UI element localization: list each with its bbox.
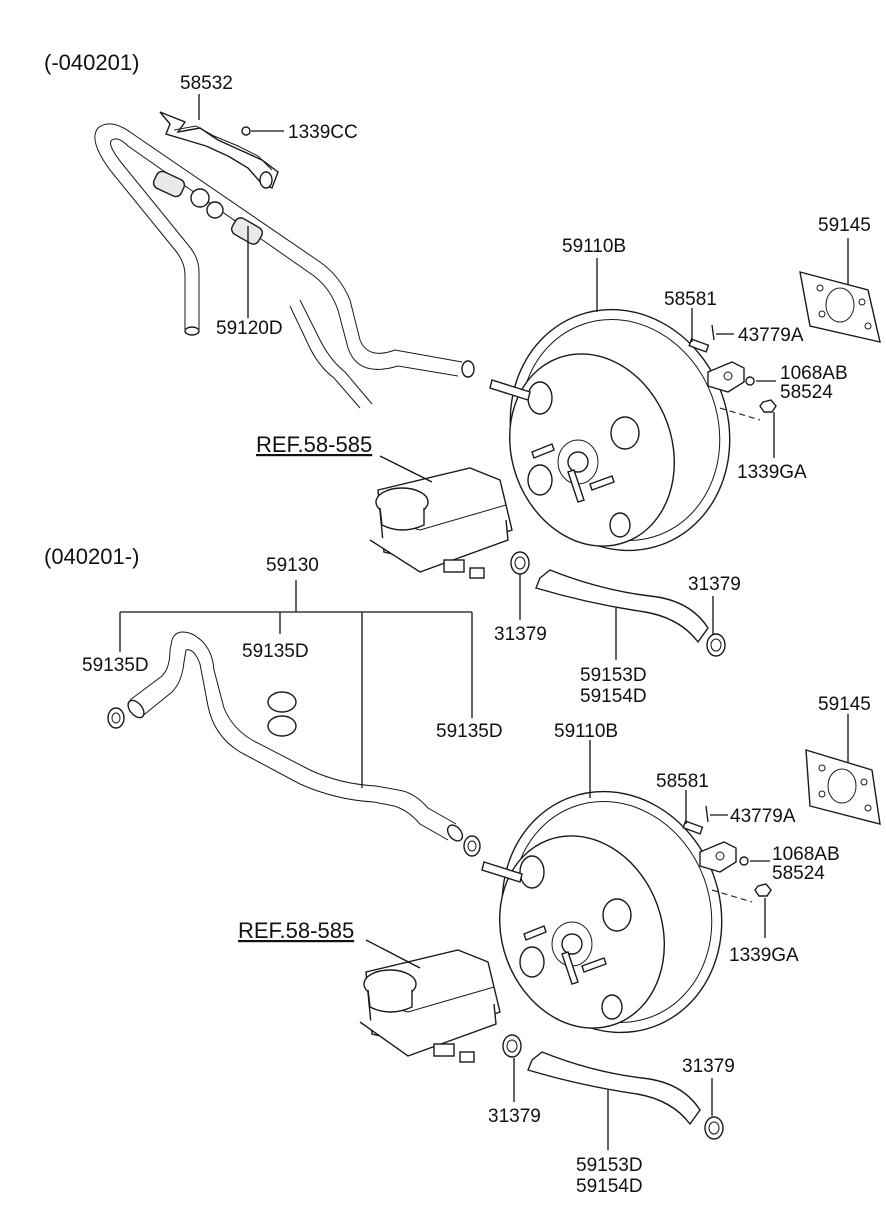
label-59154D: 59154D bbox=[580, 686, 647, 707]
clamp-59135D-c bbox=[463, 835, 481, 857]
leader-ref-2 bbox=[365, 939, 421, 969]
reservoir-ref-58-585 bbox=[369, 467, 513, 579]
label-1068AB: 1068AB bbox=[780, 363, 848, 384]
clamp-31379-c bbox=[502, 1034, 522, 1058]
label-59145-2: 59145 bbox=[818, 694, 871, 715]
label-ref-58-585: REF.58-585 bbox=[256, 432, 372, 457]
label-58524: 58524 bbox=[780, 382, 833, 403]
label-1339GA: 1339GA bbox=[737, 462, 807, 483]
label-58581-2: 58581 bbox=[656, 771, 709, 792]
section-2: (040201-) bbox=[44, 544, 881, 1197]
clamp-59135D-b bbox=[267, 691, 297, 737]
clamp-31379-b bbox=[706, 633, 726, 657]
label-59120D: 59120D bbox=[216, 318, 283, 339]
label-59135D-a: 59135D bbox=[82, 655, 149, 676]
label-59153D-2: 59153D bbox=[576, 1155, 643, 1176]
label-59110B-2: 59110B bbox=[554, 721, 618, 742]
label-ref-58-585-2: REF.58-585 bbox=[238, 918, 354, 943]
bracket-58532 bbox=[159, 111, 279, 189]
gasket-59145 bbox=[799, 271, 881, 343]
label-43779A: 43779A bbox=[738, 325, 804, 346]
nut-1339GA-2 bbox=[711, 883, 772, 903]
label-31379-d: 31379 bbox=[682, 1056, 735, 1077]
label-59135D-b: 59135D bbox=[242, 641, 309, 662]
brake-booster-59110B-2 bbox=[481, 790, 723, 1034]
pin-58581-2 bbox=[682, 820, 704, 835]
label-31379-c: 31379 bbox=[488, 1106, 541, 1127]
label-31379-b: 31379 bbox=[688, 574, 741, 595]
label-43779A-2: 43779A bbox=[730, 806, 796, 827]
label-1068AB-2: 1068AB bbox=[772, 844, 840, 865]
clip-43779A-2 bbox=[705, 805, 709, 823]
label-59154D-2: 59154D bbox=[576, 1176, 643, 1197]
label-1339CC: 1339CC bbox=[288, 122, 358, 143]
label-58532: 58532 bbox=[180, 73, 233, 94]
clamp-59135D-a bbox=[107, 707, 125, 729]
hose-59153D-59154D bbox=[535, 569, 709, 644]
section-1: (-040201) bbox=[44, 50, 881, 707]
clevis-1068AB-2 bbox=[699, 841, 749, 873]
vacuum-hose-59120D bbox=[94, 123, 475, 409]
nut-1339GA bbox=[719, 399, 777, 421]
label-31379-a: 31379 bbox=[494, 624, 547, 645]
hose-assembly-59130 bbox=[127, 631, 464, 842]
clamp-31379-d bbox=[704, 1116, 724, 1140]
clamp-31379-a bbox=[510, 551, 530, 575]
label-59110B: 59110B bbox=[562, 236, 626, 257]
label-59135D-c: 59135D bbox=[436, 721, 503, 742]
hose-59153D-59154D-2 bbox=[527, 1051, 701, 1126]
label-59130: 59130 bbox=[266, 555, 319, 576]
clip-43779A bbox=[711, 324, 715, 341]
label-58524-2: 58524 bbox=[772, 863, 825, 884]
section-1-header: (-040201) bbox=[44, 50, 139, 75]
label-59145: 59145 bbox=[818, 215, 871, 236]
gasket-59145-2 bbox=[805, 749, 881, 825]
label-1339GA-2: 1339GA bbox=[729, 945, 799, 966]
pin-58581 bbox=[688, 338, 710, 353]
label-58581: 58581 bbox=[664, 289, 717, 310]
reservoir-ref-58-585-2 bbox=[359, 949, 501, 1063]
label-59153D: 59153D bbox=[580, 665, 647, 686]
section-2-header: (040201-) bbox=[44, 544, 139, 569]
clevis-1068AB bbox=[707, 361, 755, 393]
brake-booster-59110B bbox=[489, 308, 731, 552]
bolt-1339CC bbox=[241, 126, 251, 136]
leader-ref-1 bbox=[379, 455, 433, 483]
